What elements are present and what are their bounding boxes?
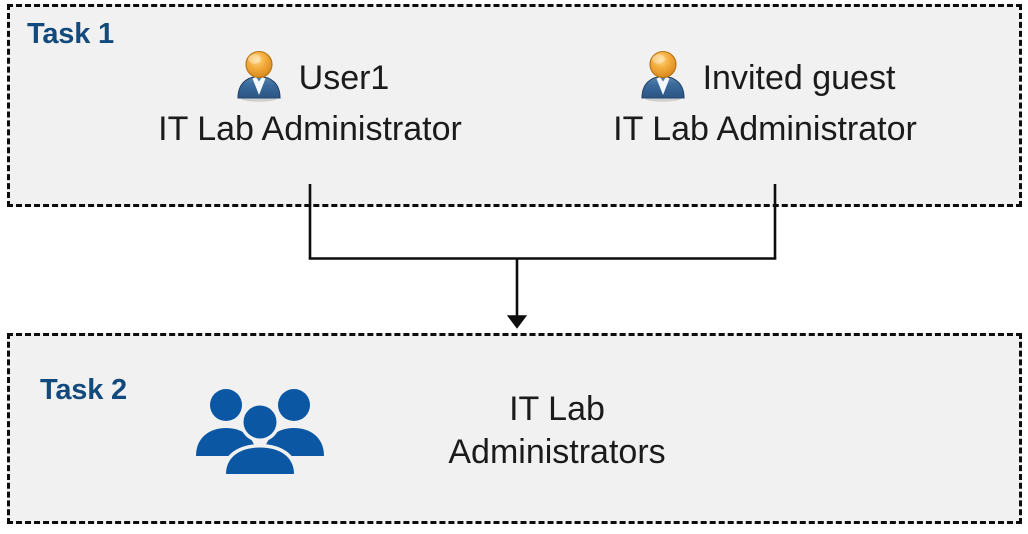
group-name-line2: Administrators (448, 432, 666, 471)
task1-member-invited-guest: Invited guest IT Lab Administrator (565, 50, 965, 146)
task1-container (7, 4, 1022, 207)
task1-label: Task 1 (27, 18, 114, 50)
task2-group-entry: IT Lab Administrators (190, 382, 750, 479)
member-role: IT Lab Administrator (158, 110, 462, 148)
group-of-people-icon (190, 382, 330, 479)
member-role: IT Lab Administrator (613, 110, 917, 148)
group-name: IT Lab Administrators (364, 388, 750, 473)
task2-label: Task 2 (40, 374, 127, 406)
member-name: User1 (298, 59, 390, 97)
user-icon (231, 48, 287, 109)
member-name-row: User1 (110, 50, 510, 106)
task1-member-user1: User1 IT Lab Administrator (110, 50, 510, 146)
member-name: Invited guest (702, 59, 896, 97)
group-name-line1: IT Lab (509, 390, 605, 428)
member-name-row: Invited guest (565, 50, 965, 106)
user-icon (635, 48, 691, 109)
task2-container (7, 333, 1022, 524)
